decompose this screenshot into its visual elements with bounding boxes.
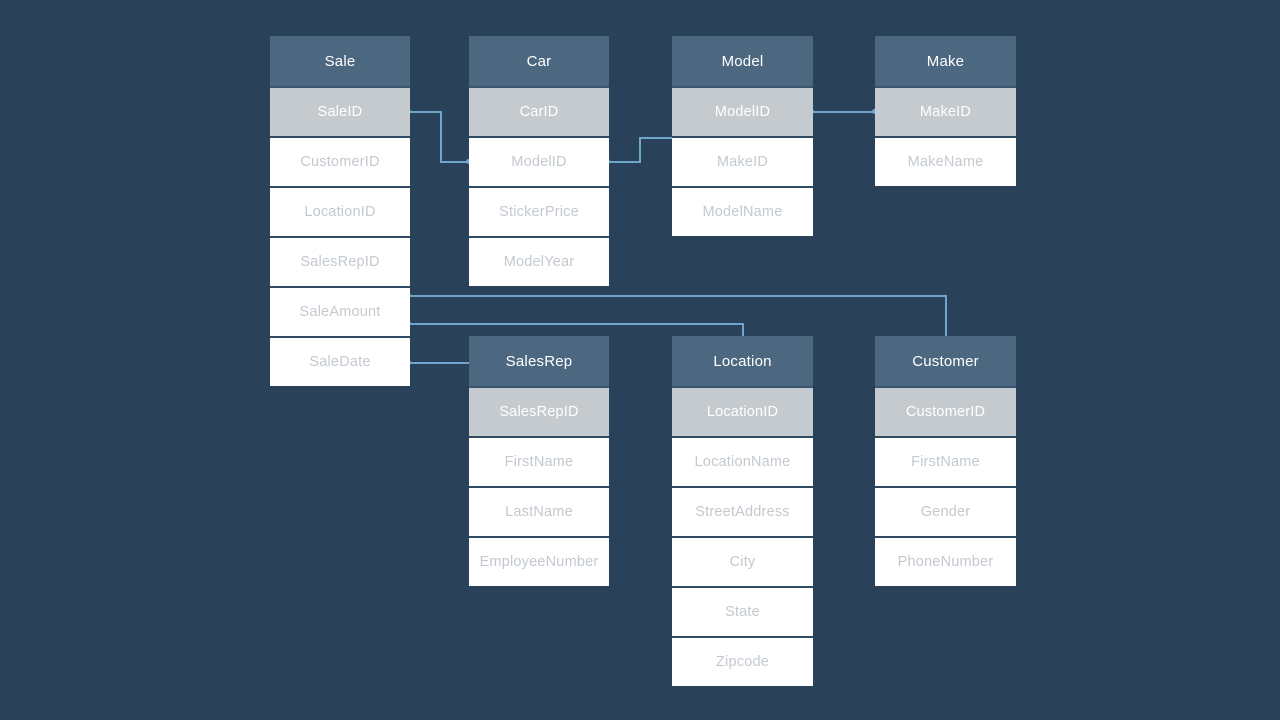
entity-salesrep-field-salesrepid[interactable]: SalesRepID	[469, 386, 609, 436]
entity-model-field-makeid[interactable]: MakeID	[672, 136, 813, 186]
entity-make-field-makename[interactable]: MakeName	[875, 136, 1016, 186]
entity-car-field-stickerprice[interactable]: StickerPrice	[469, 186, 609, 236]
entity-salesrep-title: SalesRep	[469, 336, 609, 386]
entity-customer-field-firstname[interactable]: FirstName	[875, 436, 1016, 486]
entity-car-title: Car	[469, 36, 609, 86]
entity-location-field-streetaddress[interactable]: StreetAddress	[672, 486, 813, 536]
entity-model-field-modelname[interactable]: ModelName	[672, 186, 813, 236]
entity-sale[interactable]: Sale SaleID CustomerID LocationID SalesR…	[270, 36, 410, 386]
connector-car-sale-seg2	[440, 111, 442, 162]
entity-model-field-modelid[interactable]: ModelID	[672, 86, 813, 136]
entity-customer-field-gender[interactable]: Gender	[875, 486, 1016, 536]
connector-sale-location-seg2	[742, 323, 744, 340]
connector-car-sale-seg3	[440, 161, 470, 163]
entity-model-title: Model	[672, 36, 813, 86]
connector-car-sale-seg1	[410, 111, 442, 113]
connector-sale-salesrep	[410, 362, 470, 364]
entity-customer-field-phonenumber[interactable]: PhoneNumber	[875, 536, 1016, 586]
entity-location[interactable]: Location LocationID LocationName StreetA…	[672, 336, 813, 686]
entity-car-field-modelid[interactable]: ModelID	[469, 136, 609, 186]
entity-car-field-modelyear[interactable]: ModelYear	[469, 236, 609, 286]
entity-sale-field-saledate[interactable]: SaleDate	[270, 336, 410, 386]
entity-customer[interactable]: Customer CustomerID FirstName Gender Pho…	[875, 336, 1016, 586]
connector-sale-customer-seg2	[945, 295, 947, 340]
entity-location-field-locationid[interactable]: LocationID	[672, 386, 813, 436]
entity-sale-field-saleamount[interactable]: SaleAmount	[270, 286, 410, 336]
connector-make-model-endcap-make	[872, 109, 877, 114]
entity-make[interactable]: Make MakeID MakeName	[875, 36, 1016, 186]
entity-location-field-locationname[interactable]: LocationName	[672, 436, 813, 486]
entity-model[interactable]: Model ModelID MakeID ModelName	[672, 36, 813, 236]
entity-sale-field-locationid[interactable]: LocationID	[270, 186, 410, 236]
entity-salesrep-field-employeenumber[interactable]: EmployeeNumber	[469, 536, 609, 586]
entity-location-field-state[interactable]: State	[672, 586, 813, 636]
entity-location-title: Location	[672, 336, 813, 386]
entity-sale-field-saleid[interactable]: SaleID	[270, 86, 410, 136]
connector-sale-location-seg1	[410, 323, 744, 325]
entity-sale-field-customerid[interactable]: CustomerID	[270, 136, 410, 186]
connector-make-model	[813, 111, 876, 113]
entity-salesrep-field-firstname[interactable]: FirstName	[469, 436, 609, 486]
connector-car-sale-endcap-car	[466, 159, 471, 164]
entity-car[interactable]: Car CarID ModelID StickerPrice ModelYear	[469, 36, 609, 286]
connector-sale-customer-seg1	[410, 295, 947, 297]
connector-car-model-seg2	[639, 137, 641, 163]
entity-location-field-city[interactable]: City	[672, 536, 813, 586]
entity-location-field-zipcode[interactable]: Zipcode	[672, 636, 813, 686]
entity-sale-title: Sale	[270, 36, 410, 86]
entity-sale-field-salesrepid[interactable]: SalesRepID	[270, 236, 410, 286]
entity-salesrep[interactable]: SalesRep SalesRepID FirstName LastName E…	[469, 336, 609, 586]
entity-salesrep-field-lastname[interactable]: LastName	[469, 486, 609, 536]
entity-make-field-makeid[interactable]: MakeID	[875, 86, 1016, 136]
connector-car-model-seg3	[639, 137, 673, 139]
entity-customer-field-customerid[interactable]: CustomerID	[875, 386, 1016, 436]
entity-customer-title: Customer	[875, 336, 1016, 386]
entity-car-field-carid[interactable]: CarID	[469, 86, 609, 136]
connector-car-model-seg1	[609, 161, 641, 163]
entity-make-title: Make	[875, 36, 1016, 86]
